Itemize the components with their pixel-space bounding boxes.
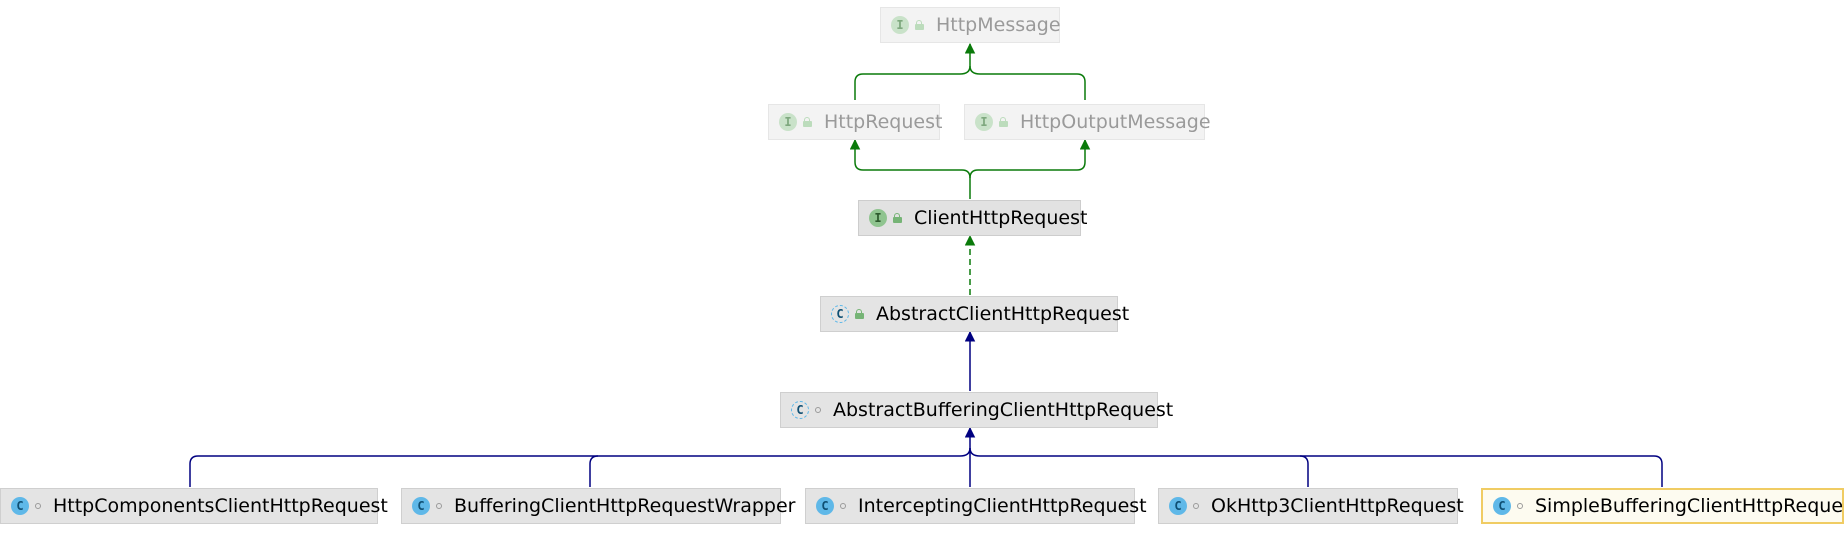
node-label: InterceptingClientHttpRequest — [858, 495, 1147, 517]
node-abstractclienthttprequest[interactable]: C AbstractClientHttpRequest — [820, 296, 1129, 332]
node-label: SimpleBufferingClientHttpRequest — [1535, 495, 1844, 517]
public-lock-icon — [915, 19, 924, 30]
node-httpmessage[interactable]: I HttpMessage — [880, 7, 1061, 43]
interface-icon: I — [975, 113, 993, 131]
node-interceptingclienthttprequest[interactable]: C InterceptingClientHttpRequest — [805, 488, 1147, 524]
class-icon: C — [412, 497, 430, 515]
node-clienthttprequest[interactable]: I ClientHttpRequest — [858, 200, 1087, 236]
interface-icon: I — [869, 209, 887, 227]
node-httpoutputmessage[interactable]: I HttpOutputMessage — [964, 104, 1211, 140]
edge-clienthttprequest-to-httpoutputmessage — [969, 138, 1091, 179]
public-lock-icon — [803, 116, 812, 127]
node-httprequest[interactable]: I HttpRequest — [768, 104, 942, 140]
node-label: ClientHttpRequest — [914, 207, 1088, 229]
package-private-icon — [35, 503, 41, 509]
package-private-icon — [436, 503, 442, 509]
node-simplebufferingclienthttprequest[interactable]: C SimpleBufferingClientHttpRequest — [1481, 488, 1844, 524]
node-label: AbstractClientHttpRequest — [876, 303, 1130, 325]
node-label: AbstractBufferingClientHttpRequest — [833, 399, 1174, 421]
node-label: BufferingClientHttpRequestWrapper — [454, 495, 796, 517]
package-private-icon — [815, 407, 821, 413]
node-httpcomponentsclienthttprequest[interactable]: C HttpComponentsClientHttpRequest — [0, 488, 388, 524]
edge-simplebuffering-extends — [969, 447, 1663, 487]
node-label: HttpComponentsClientHttpRequest — [53, 495, 388, 517]
abstract-class-icon: C — [831, 305, 849, 323]
package-private-icon — [1193, 503, 1199, 509]
node-bufferingclienthttprequestwrapper[interactable]: C BufferingClientHttpRequestWrapper — [401, 488, 796, 524]
node-abstractbufferingclienthttprequest[interactable]: C AbstractBufferingClientHttpRequest — [780, 392, 1173, 428]
class-icon: C — [1493, 497, 1511, 515]
edge-httpoutputmessage-to-httpmessage — [969, 65, 1086, 100]
node-okhttp3clienthttprequest[interactable]: C OkHttp3ClientHttpRequest — [1158, 488, 1464, 524]
edge-httpcomponents-extends — [189, 426, 976, 487]
class-icon: C — [1169, 497, 1187, 515]
node-label: HttpRequest — [824, 111, 943, 133]
interface-icon: I — [891, 16, 909, 34]
edge-okhttp3-extends — [1299, 455, 1309, 487]
class-icon: C — [816, 497, 834, 515]
node-label: HttpOutputMessage — [1020, 111, 1211, 133]
package-private-icon — [840, 503, 846, 509]
public-lock-icon — [893, 212, 902, 223]
edge-bufferingwrapper-extends — [589, 455, 599, 487]
public-lock-icon — [999, 116, 1008, 127]
package-private-icon — [1517, 503, 1523, 509]
edge-httprequest-to-httpmessage — [854, 42, 976, 100]
class-icon: C — [11, 497, 29, 515]
node-label: HttpMessage — [936, 14, 1061, 36]
public-lock-icon — [855, 308, 864, 319]
edge-clienthttprequest-to-httprequest — [849, 138, 971, 199]
node-label: OkHttp3ClientHttpRequest — [1211, 495, 1464, 517]
interface-icon: I — [779, 113, 797, 131]
abstract-class-icon: C — [791, 401, 809, 419]
